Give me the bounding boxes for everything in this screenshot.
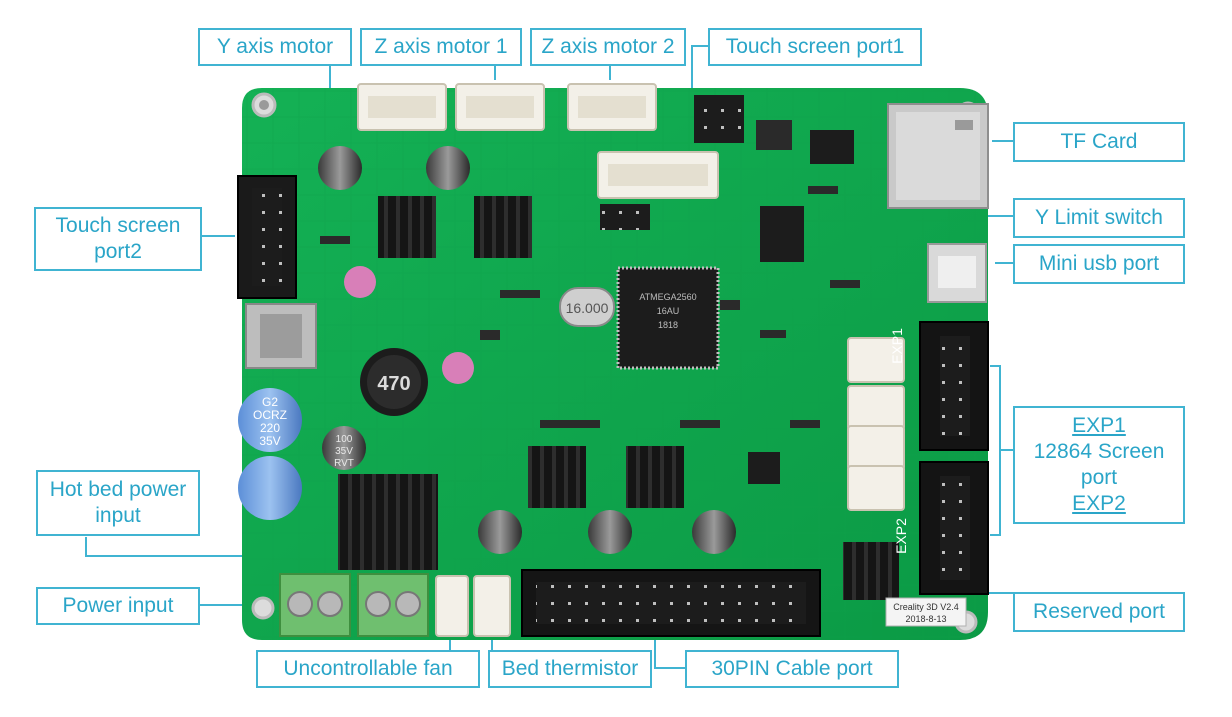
driver-heatsinks: [338, 196, 899, 600]
label-tf-card: TF Card: [1013, 122, 1185, 162]
small-ic: [756, 120, 792, 150]
big-cap-value-2: OCRZ: [253, 408, 287, 422]
label-touch-screen-port1: Touch screen port1: [708, 28, 922, 66]
thermistor-connector: [473, 575, 511, 637]
label-z-axis-motor-1-text: Z axis motor 1: [374, 35, 508, 58]
label-mini-usb-port-text: Mini usb port: [1038, 252, 1160, 275]
label-z-axis-motor-2-text: Z axis motor 2: [541, 35, 675, 58]
label-y-axis-motor-text: Y axis motor: [216, 35, 334, 58]
label-reserved-port: Reserved port: [1013, 592, 1185, 632]
mcu-label-1: ATMEGA2560: [639, 292, 696, 302]
bottom-connectors: [279, 569, 821, 637]
label-exp1-line4: EXP2: [1072, 492, 1126, 515]
label-y-limit-switch: Y Limit switch: [1013, 198, 1185, 238]
label-tf-card-text: TF Card: [1060, 130, 1138, 153]
big-cap-value-4: 35V: [259, 434, 280, 448]
label-exp1-line2: 12864 Screen: [1033, 440, 1165, 463]
exp2-silk: EXP2: [893, 518, 909, 554]
callout-exp1: [990, 365, 1013, 536]
label-z-axis-motor-1: Z axis motor 1: [360, 28, 522, 66]
label-hot-bed-line1: Hot bed power: [49, 478, 187, 501]
mcu-label-2: 16AU: [657, 306, 680, 316]
mount-hole-bottom-left: [251, 596, 275, 620]
cap-value-1: 100: [336, 434, 353, 445]
callout-touch-port1: [691, 45, 708, 95]
label-exp1-line3: port: [1080, 466, 1118, 489]
label-touch-screen-port2-line1: Touch screen: [55, 214, 181, 237]
label-exp1-line1: EXP1: [1072, 414, 1126, 437]
crystal-oscillator: 16.000: [559, 287, 615, 327]
model-label: Creality 3D V2.4: [893, 602, 959, 612]
label-y-axis-motor: Y axis motor: [198, 28, 352, 66]
cap-value-2: 35V: [335, 446, 353, 457]
crystal-label: 16.000: [566, 300, 609, 316]
big-cap-value-1: G2: [262, 395, 278, 409]
big-cap-labels: G2 OCRZ 220 35V: [253, 395, 287, 448]
usb-chip: [760, 206, 804, 262]
endstop-connectors: [847, 337, 905, 511]
label-y-limit-switch-text: Y Limit switch: [1035, 206, 1163, 229]
big-caps: [238, 388, 302, 520]
label-mini-usb-port: Mini usb port: [1013, 244, 1185, 284]
fan-connector: [435, 575, 469, 637]
label-power-input-text: Power input: [62, 594, 174, 617]
qfn-chip: [748, 452, 780, 484]
label-hot-bed-power-input: Hot bed power input: [36, 470, 200, 536]
small-header: [600, 204, 650, 230]
label-power-input: Power input: [36, 587, 200, 625]
label-bed-thermistor-text: Bed thermistor: [501, 657, 639, 680]
label-reserved-port-text: Reserved port: [1033, 600, 1165, 623]
top-connectors: [357, 83, 744, 230]
tf-card-slot: [887, 103, 989, 209]
label-touch-screen-port2-line2: port2: [94, 240, 142, 263]
label-exp1-block: EXP1 12864 Screen port EXP2: [1013, 406, 1185, 524]
electrolytic-caps: [318, 146, 736, 554]
model-plate: [885, 597, 967, 627]
label-uncontrollable-fan: Uncontrollable fan: [256, 650, 480, 688]
touch-port1-header: [694, 95, 744, 143]
label-hot-bed-line2: input: [95, 504, 141, 527]
label-30pin-cable-port-text: 30PIN Cable port: [711, 657, 873, 680]
cap-labels: 100 35V RVT: [334, 434, 354, 469]
eeprom-chip: [810, 130, 854, 164]
label-uncontrollable-fan-text: Uncontrollable fan: [283, 657, 453, 680]
exp1-silk: EXP1: [889, 328, 905, 364]
mcu-label-3: 1818: [658, 320, 678, 330]
mcu-chip: ATMEGA2560 16AU 1818: [616, 266, 720, 370]
label-touch-screen-port1-text: Touch screen port1: [725, 35, 905, 58]
small-components: [320, 186, 860, 428]
label-30pin-cable-port: 30PIN Cable port: [685, 650, 899, 688]
exp-headers: EXP1 EXP2: [889, 321, 989, 595]
inductor-label: 470: [377, 373, 410, 395]
cap-value-3: RVT: [334, 458, 354, 469]
label-z-axis-motor-2: Z axis motor 2: [530, 28, 686, 66]
label-bed-thermistor: Bed thermistor: [488, 650, 652, 688]
big-cap-value-3: 220: [260, 421, 280, 435]
inductor: 470: [360, 348, 428, 416]
callout-30pin: [654, 638, 685, 669]
date-label: 2018-8-13: [905, 614, 946, 624]
label-touch-screen-port2: Touch screen port2: [34, 207, 202, 271]
